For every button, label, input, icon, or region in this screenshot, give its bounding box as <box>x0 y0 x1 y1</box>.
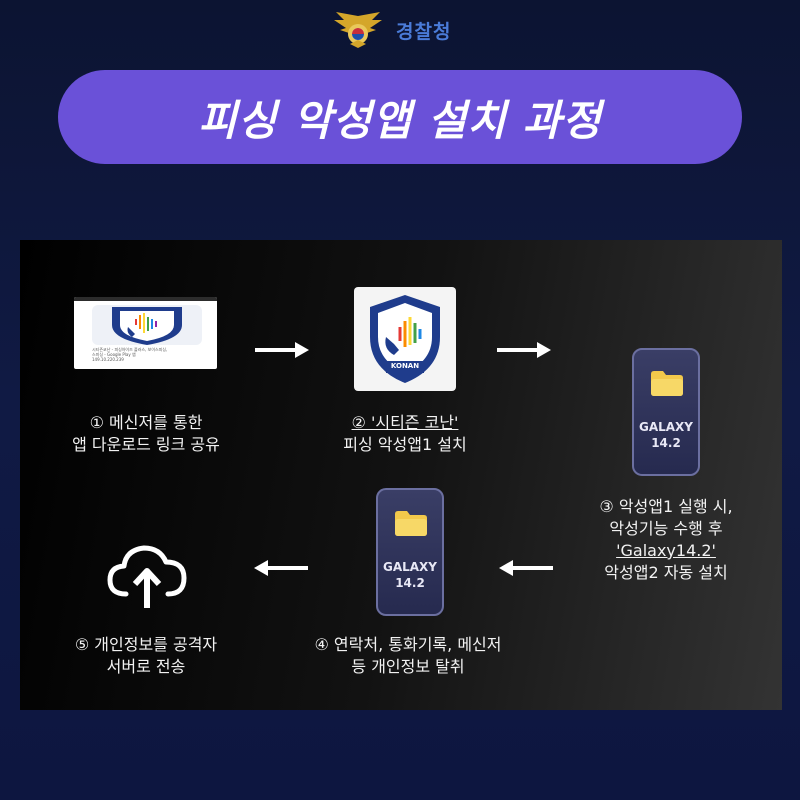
phone-label-line2: 14.2 <box>651 436 681 450</box>
phone-label-line2: 14.2 <box>395 576 425 590</box>
citizen-konan-app-icon: KONAN <box>354 287 456 391</box>
step-4-caption: ④ 연락처, 통화기록, 메신저 등 개인정보 탈취 <box>298 634 518 678</box>
shield-phone-icon <box>92 305 202 345</box>
step-1-line1: ① 메신저를 통한 <box>89 413 203 432</box>
step-3-line3: 'Galaxy14.2' <box>616 541 716 560</box>
step-4-line1: ④ 연락처, 통화기록, 메신저 <box>314 635 502 654</box>
galaxy-app-phone-icon: GALAXY 14.2 <box>376 488 444 616</box>
step-1-caption: ① 메신저를 통한 앱 다운로드 링크 공유 <box>46 412 246 456</box>
galaxy-app-phone-icon: GALAXY 14.2 <box>632 348 700 476</box>
step-3-line4: 악성앱2 자동 설치 <box>604 563 728 582</box>
agency-brand: 경찰청 <box>330 10 451 50</box>
app-icon-label: KONAN <box>390 362 420 370</box>
app-listing-text: 시티즌코난 - 피싱아이즈 플러스, 보이스피싱, 스미싱 - Google P… <box>92 347 212 362</box>
agency-name: 경찰청 <box>396 20 452 43</box>
police-emblem-icon <box>330 10 386 50</box>
cloud-upload-icon <box>107 545 187 608</box>
arrow-right-icon <box>497 342 551 358</box>
arrow-left-icon <box>499 560 553 576</box>
phone-label-line1: GALAXY <box>382 560 437 574</box>
listing-subtitle: 스미싱 - Google Play 앱 <box>92 352 136 357</box>
phone-label-line1: GALAXY <box>638 420 693 434</box>
step-3-line1: ③ 악성앱1 실행 시, <box>599 497 733 516</box>
listing-ip: 149.10.220.239 <box>92 357 124 362</box>
step-3-line2: 악성기능 수행 후 <box>609 519 723 538</box>
step-5-line2: 서버로 전송 <box>106 657 186 676</box>
step-5-line1: ⑤ 개인정보를 공격자 <box>74 635 218 654</box>
arrow-right-icon <box>255 342 309 358</box>
step-3-caption: ③ 악성앱1 실행 시, 악성기능 수행 후 'Galaxy14.2' 악성앱2… <box>566 496 766 584</box>
step-1-line2: 앱 다운로드 링크 공유 <box>72 435 220 454</box>
folder-icon <box>651 371 683 396</box>
arrow-left-icon <box>254 560 308 576</box>
step-4-line2: 등 개인정보 탈취 <box>351 657 465 676</box>
listing-title: 시티즌코난 - 피싱아이즈 플러스, 보이스피싱, <box>92 347 168 352</box>
title-banner: 피싱 악성앱 설치 과정 <box>58 70 742 164</box>
step-5-caption: ⑤ 개인정보를 공격자 서버로 전송 <box>46 634 246 678</box>
folder-icon <box>395 511 427 536</box>
screenshot-top-bar <box>74 297 217 301</box>
step-2-line2: 피싱 악성앱1 설치 <box>343 435 467 454</box>
step-2-caption: ② '시티즌 코난' 피싱 악성앱1 설치 <box>305 412 505 456</box>
page-title: 피싱 악성앱 설치 과정 <box>198 95 602 145</box>
app-store-screenshot: 시티즌코난 - 피싱아이즈 플러스, 보이스피싱, 스미싱 - Google P… <box>74 297 217 369</box>
step-2-line1: ② '시티즌 코난' <box>351 413 459 432</box>
